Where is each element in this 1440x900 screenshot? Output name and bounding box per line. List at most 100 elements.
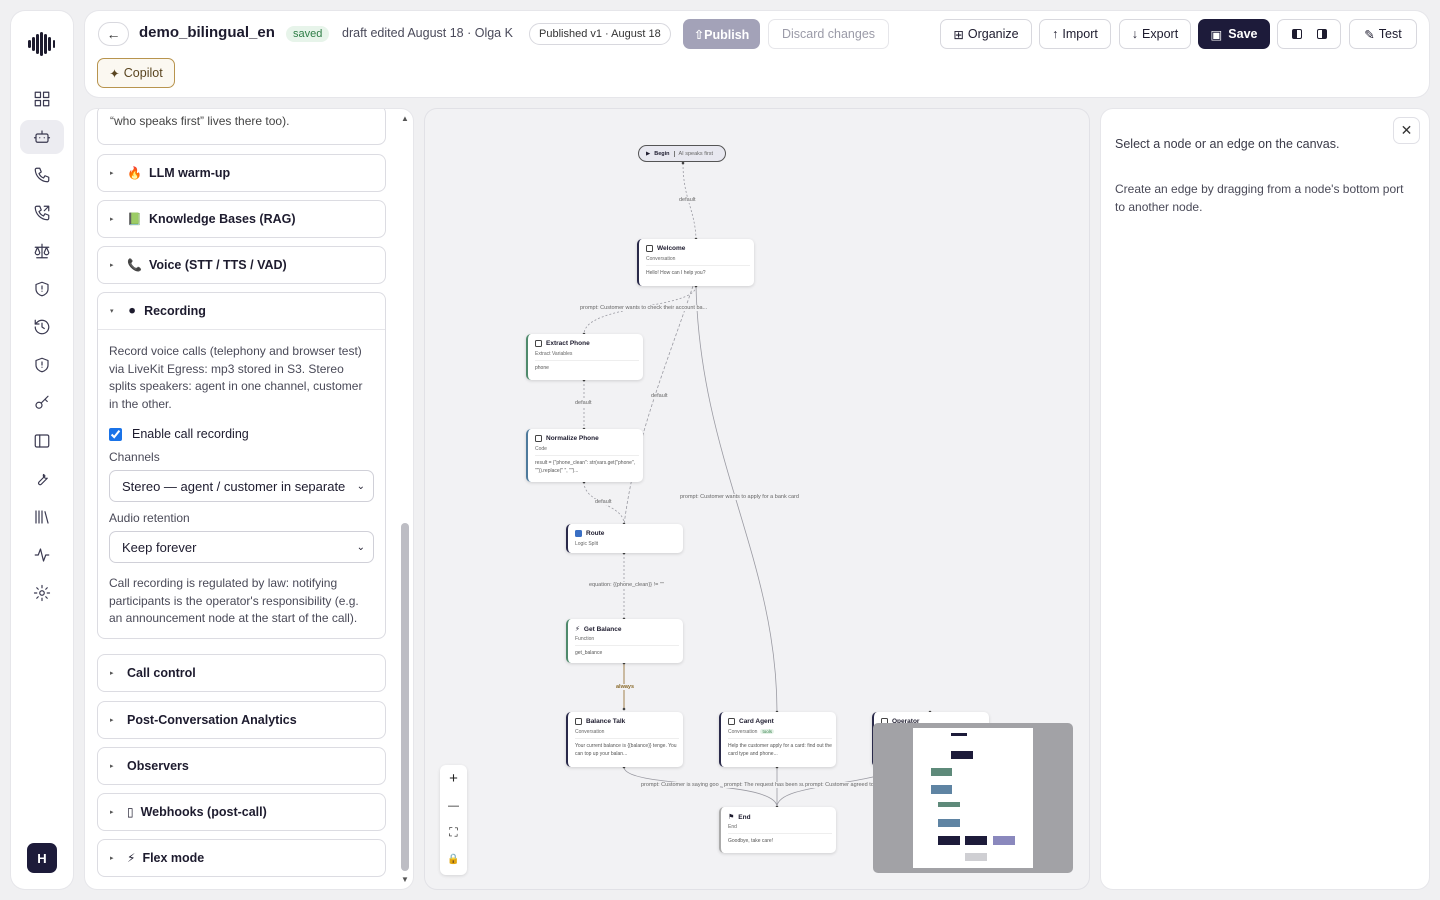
edge-label[interactable]: prompt: The request has been su [723, 782, 806, 788]
nav-keys[interactable] [20, 386, 64, 420]
chevron-right-icon: ▸ [110, 170, 114, 177]
node-balance-talk[interactable]: Balance Talk Conversation Your current b… [566, 712, 683, 767]
section-title: Webhooks (post-call) [140, 805, 267, 819]
nav-tools[interactable] [20, 462, 64, 496]
panel-layout-toggle[interactable] [1277, 19, 1341, 49]
nav-guardrails[interactable] [20, 348, 64, 382]
zoom-out-button[interactable]: — [448, 799, 459, 812]
nav-settings[interactable] [20, 576, 64, 610]
edge-label[interactable]: always [615, 684, 636, 690]
node-title: Get Balance [583, 625, 622, 633]
right-panel-icon[interactable] [1316, 29, 1327, 39]
section-voice[interactable]: ▸📞Voice (STT / TTS / VAD) [97, 246, 386, 284]
edge-label[interactable]: equation: {{phone_clean}} != "" [588, 582, 665, 588]
node-end[interactable]: ⚑End End Goodbye, take care! [719, 807, 836, 853]
section-title: Post-Conversation Analytics [127, 713, 297, 727]
discard-changes-button[interactable]: Discard changes [768, 19, 889, 49]
publish-button[interactable]: ⇧Publish [683, 19, 760, 49]
node-body: Goodbye, take care! [728, 833, 832, 846]
section-recording-header[interactable]: ▾⚫Recording [98, 293, 385, 329]
save-button[interactable]: ▣Save [1198, 19, 1270, 49]
edge-label[interactable]: default [574, 400, 593, 406]
organize-button[interactable]: ⊞Organize [940, 19, 1032, 49]
minimap[interactable] [873, 723, 1073, 873]
scrollbar-thumb[interactable] [401, 523, 409, 871]
recording-legal-note: Call recording is regulated by law: noti… [109, 576, 359, 625]
panel-scrollbar[interactable]: ▲ ▼ [398, 109, 412, 889]
left-panel-icon[interactable] [1291, 29, 1302, 39]
scroll-down-icon[interactable]: ▼ [401, 875, 409, 884]
edge-label[interactable]: default [678, 197, 697, 203]
zoom-in-button[interactable]: + [449, 770, 458, 787]
flow-canvas[interactable]: default prompt: Customer wants to check … [425, 109, 1089, 889]
nav-layout[interactable] [20, 424, 64, 458]
icon-rail: H [11, 11, 73, 889]
enable-recording-row[interactable]: Enable call recording [109, 427, 373, 441]
test-button[interactable]: ✎Test [1349, 19, 1417, 49]
back-button[interactable]: ← [98, 22, 129, 46]
node-type: Conversation [646, 256, 676, 262]
edge-welcome-extract [583, 285, 697, 335]
enable-recording-checkbox[interactable] [109, 427, 122, 441]
nav-compliance[interactable] [20, 234, 64, 268]
nav-dashboard[interactable] [20, 82, 64, 116]
import-button[interactable]: ↑Import [1039, 19, 1111, 49]
config-panel: “who speaks first” lives there too). ▸🔥L… [85, 109, 413, 889]
copilot-label: Copilot [123, 66, 163, 80]
channels-select[interactable]: Stereo — agent / customer in separate⌄ [109, 470, 374, 502]
edge-label[interactable]: prompt: Customer is saying goo [640, 782, 720, 788]
edge-begin-welcome [682, 162, 697, 240]
wrench-icon [37, 473, 48, 486]
user-avatar[interactable]: H [27, 843, 57, 873]
edge-label[interactable]: default [650, 393, 669, 399]
section-partial: “who speaks first” lives there too). [97, 109, 386, 145]
organize-label: Organize [967, 27, 1019, 41]
section-flex-mode[interactable]: ▸⚡Flex mode [97, 839, 386, 877]
section-post-analytics[interactable]: ▸ Post-Conversation Analytics [97, 701, 386, 739]
section-title: Voice (STT / TTS / VAD) [148, 258, 287, 272]
sidebar-icon [34, 434, 50, 448]
close-inspector-button[interactable]: ✕ [1393, 117, 1420, 144]
minimap-node [965, 836, 987, 845]
activity-icon [34, 548, 50, 562]
edge-label[interactable]: prompt: Customer wants to check their ac… [579, 305, 709, 311]
node-title: End [738, 813, 751, 821]
nav-security[interactable] [20, 272, 64, 306]
scroll-up-icon[interactable]: ▲ [401, 114, 409, 123]
section-knowledge-bases[interactable]: ▸📗Knowledge Bases (RAG) [97, 200, 386, 238]
node-get-balance[interactable]: ⚡Get Balance Function get_balance [566, 619, 683, 663]
edge-label[interactable]: default [594, 499, 613, 505]
node-route[interactable]: Route Logic Split [566, 524, 683, 553]
chevron-down-icon: ⌄ [356, 480, 365, 492]
section-observers[interactable]: ▸Observers [97, 747, 386, 785]
nav-outbound[interactable] [20, 196, 64, 230]
edge-label[interactable]: prompt: Customer wants to apply for a ba… [679, 494, 800, 500]
nav-calls[interactable] [20, 158, 64, 192]
fit-view-button[interactable]: ⛶ [449, 825, 458, 839]
node-begin[interactable]: ▶ Begin AI speaks first [638, 145, 726, 162]
copilot-button[interactable]: ✦Copilot [97, 58, 175, 88]
node-extract-phone[interactable]: Extract Phone Extract Variables phone [526, 334, 643, 380]
export-button[interactable]: ↓Export [1119, 19, 1191, 49]
export-label: Export [1142, 27, 1179, 41]
nav-agents[interactable] [20, 120, 64, 154]
nav-history[interactable] [20, 310, 64, 344]
retention-select[interactable]: Keep forever⌄ [109, 531, 374, 563]
minimap-node [993, 836, 1015, 845]
section-webhooks[interactable]: ▸▯Webhooks (post-call) [97, 793, 386, 831]
nav-activity[interactable] [20, 538, 64, 572]
lock-button[interactable]: 🔒 [447, 854, 460, 865]
node-type: End [728, 824, 737, 830]
node-normalize-phone[interactable]: Normalize Phone Code result = {"phone_cl… [526, 429, 643, 482]
section-llm-warmup[interactable]: ▸🔥LLM warm-up [97, 154, 386, 192]
section-call-control[interactable]: ▸Call control [97, 654, 386, 692]
chat-icon [575, 718, 582, 725]
node-title: Route [586, 530, 605, 537]
node-welcome[interactable]: Welcome Conversation Hello! How can I he… [637, 239, 754, 286]
minimap-viewport[interactable] [913, 728, 1033, 868]
edge-label[interactable]: prompt: Customer agreed to wait [804, 782, 887, 788]
nav-library[interactable] [20, 500, 64, 534]
node-type: Extract Variables [535, 351, 573, 357]
chevron-right-icon: ▸ [110, 717, 114, 724]
